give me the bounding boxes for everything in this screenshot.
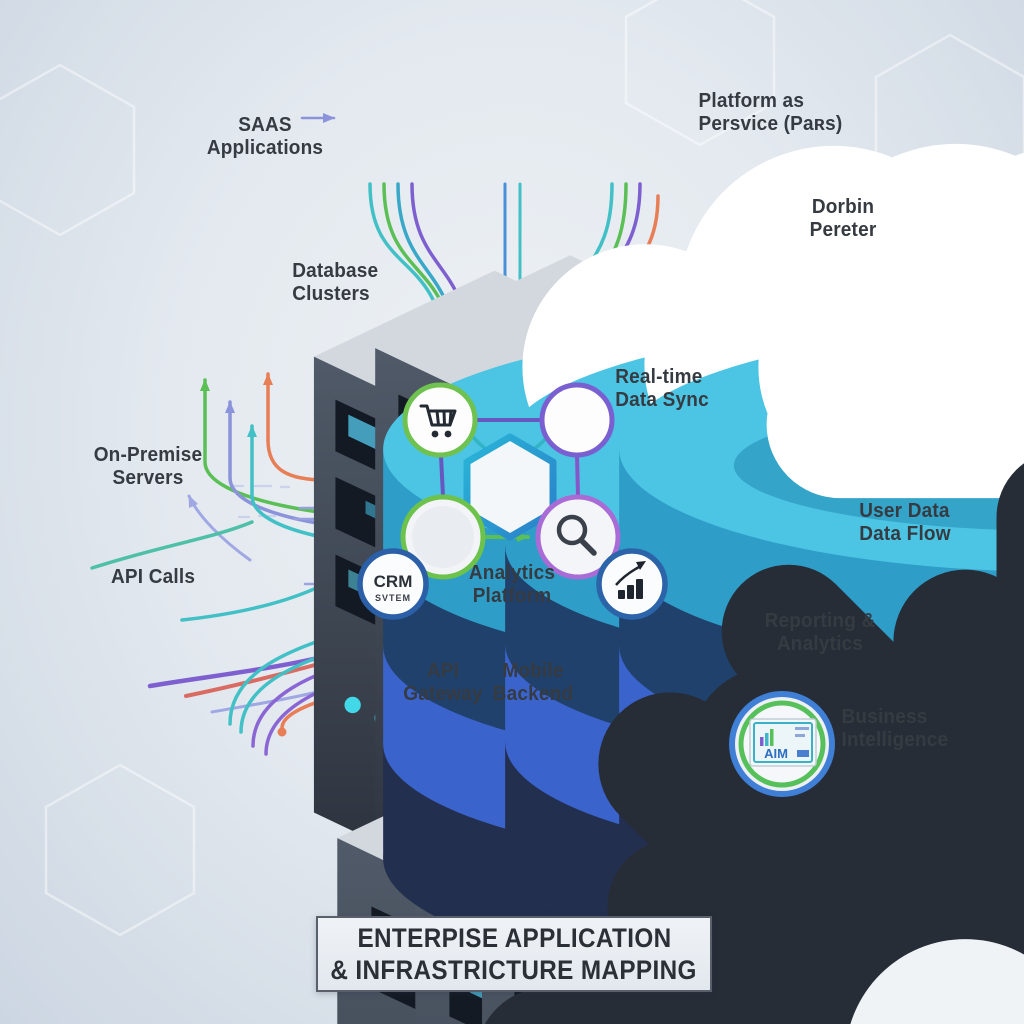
- label-apicalls-line1: API Calls: [111, 566, 196, 588]
- settings-node: [539, 382, 1024, 1024]
- label-mobile-backend: Mobile Backend: [481, 660, 586, 706]
- label-analytics-line2: Platform: [472, 584, 552, 607]
- label-paas-line2: Persvice (Paʀs): [698, 112, 843, 135]
- label-business-intelligence: Business Intelligence: [842, 706, 975, 752]
- label-saas: SAAS Applications: [194, 114, 337, 160]
- label-database-line2: Clusters: [292, 282, 370, 305]
- label-mobile-line1: Mobile: [502, 660, 564, 682]
- label-onpremise-line1: On-Premise: [93, 444, 203, 466]
- label-paas-line1: Platform as: [698, 90, 805, 112]
- crm-label: CRM: [374, 572, 413, 591]
- label-reporting-line2: Analytics: [776, 632, 864, 655]
- label-realtime-line2: Data Sync: [615, 388, 709, 411]
- label-dorbin: Dorbin Pereter: [778, 196, 907, 242]
- label-dorbin-line1: Dorbin: [811, 196, 875, 218]
- crm-sublabel: SVTEM: [375, 593, 411, 603]
- label-onpremise-servers: On-Premise Servers: [74, 444, 222, 490]
- label-database-clusters: Database Clusters: [292, 260, 416, 306]
- bi-dashboard-icon: AIM: [749, 718, 817, 767]
- label-analytics-platform: Analytics Platform: [447, 562, 576, 608]
- title-line2: & INFRASTRICTURE MAPPING: [330, 955, 698, 985]
- label-bi-line2: Intelligence: [841, 728, 949, 751]
- label-saas-line2: Applications: [206, 136, 324, 159]
- label-api-calls: API Calls: [111, 566, 225, 589]
- core-hexagon-node: [463, 433, 1024, 1024]
- ecommerce-node: [402, 382, 478, 458]
- label-reporting-analytics: Reporting & Analytics: [746, 610, 894, 656]
- label-api-gateway: API Gateway: [397, 660, 488, 706]
- label-saas-line1: SAAS: [238, 114, 292, 136]
- label-bi-line1: Business: [841, 706, 928, 728]
- label-apigateway-line1: API: [426, 660, 460, 682]
- label-realtime-sync: Real-time Data Sync: [615, 366, 739, 412]
- bi-screen-text: AIM: [764, 746, 788, 761]
- search-icon: [556, 514, 588, 546]
- business-intelligence-node: AIM: [729, 691, 835, 797]
- reporting-chart-node: [596, 548, 668, 620]
- title-line1: ENTERPISE APPLICATION: [356, 922, 672, 953]
- crm-node: CRM SVTEM: [357, 548, 429, 620]
- label-realtime-line1: Real-time: [615, 366, 703, 388]
- label-onpremise-line2: Servers: [112, 466, 184, 489]
- label-userdata-line1: User Data: [859, 500, 950, 522]
- label-mobile-line2: Backend: [492, 682, 574, 705]
- label-analytics-line1: Analytics: [468, 562, 556, 584]
- label-paas: Platform as Persvice (Paʀs): [699, 90, 870, 136]
- label-apigateway-line2: Gateway: [403, 682, 483, 705]
- label-database-line1: Database: [292, 260, 379, 282]
- label-dorbin-line2: Pereter: [809, 218, 877, 241]
- bar-chart-icon: [618, 579, 643, 599]
- hub-connector-lines: [439, 418, 580, 542]
- label-user-data-flow: User Data Data Flow: [859, 500, 983, 546]
- search-node: [535, 494, 621, 580]
- services-gear-node: [400, 494, 1024, 1024]
- title-box: ENTERPISE APPLICATION & INFRASTRICTURE M…: [316, 916, 712, 992]
- label-userdata-line2: Data Flow: [859, 522, 951, 545]
- label-reporting-line1: Reporting &: [764, 610, 876, 632]
